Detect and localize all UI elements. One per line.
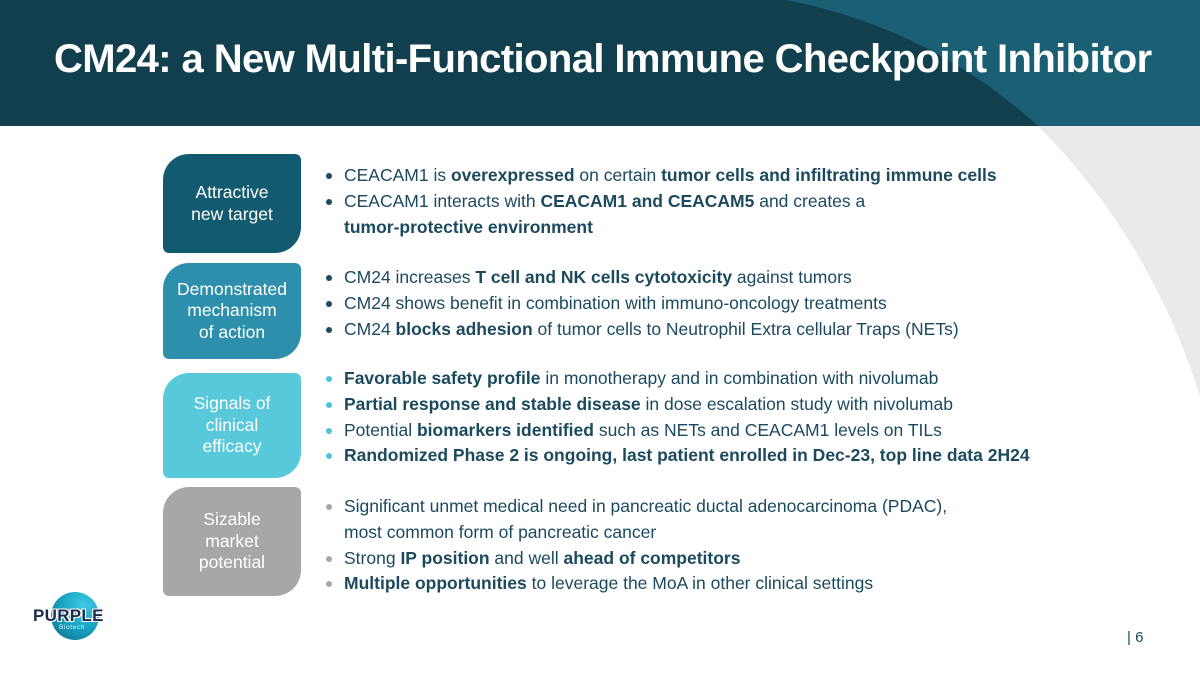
- bullet-dot-icon: [326, 326, 332, 333]
- bullet-text: Favorable safety profile in monotherapy …: [344, 368, 939, 388]
- bullet-dot-icon: [326, 300, 332, 307]
- background-arc: [1038, 126, 1200, 396]
- bullet-item: Multiple opportunities to leverage the M…: [326, 571, 1188, 597]
- stage-box-sizable-market-potential: Sizable market potential: [163, 487, 301, 596]
- stage-box-label: Signals of clinical efficacy: [193, 393, 271, 457]
- bullet-item: Favorable safety profile in monotherapy …: [326, 366, 1188, 392]
- bullet-text: CM24 blocks adhesion of tumor cells to N…: [344, 318, 959, 339]
- page-number: | 6: [1127, 629, 1144, 646]
- bullet-text: CM24 increases T cell and NK cells cytot…: [344, 267, 852, 287]
- stage-box-label: Sizable market potential: [198, 509, 266, 573]
- bullet-dot-icon: [326, 376, 332, 382]
- bullet-text: Randomized Phase 2 is ongoing, last pati…: [344, 445, 1030, 466]
- bullet-text: CM24 shows benefit in combination with i…: [344, 292, 887, 313]
- bullet-group-signals-of-clinical-efficacy: Favorable safety profile in monotherapy …: [326, 366, 1188, 469]
- bullet-item: Significant unmet medical need in pancre…: [326, 494, 1188, 546]
- bullet-item: Strong IP position and well ahead of com…: [326, 546, 1188, 572]
- header-arc-shape: [786, 0, 1200, 126]
- stage-box-attractive-new-target: Attractive new target: [163, 154, 301, 253]
- bullet-item: CEACAM1 interacts with CEACAM1 and CEACA…: [326, 189, 1188, 241]
- bullet-item: CM24 shows benefit in combination with i…: [326, 291, 1188, 317]
- bullet-group-sizable-market-potential: Significant unmet medical need in pancre…: [326, 494, 1188, 597]
- stage-box-label: Attractive new target: [191, 182, 273, 224]
- bullet-dot-icon: [326, 581, 332, 588]
- bullet-dot-icon: [326, 427, 332, 434]
- stage-box-label: Demonstrated mechanism of action: [177, 278, 287, 342]
- bullet-group-attractive-new-target: CEACAM1 is overexpressed on certain tumo…: [326, 163, 1188, 240]
- bullet-item: Partial response and stable disease in d…: [326, 392, 1188, 418]
- bullet-item: CM24 increases T cell and NK cells cytot…: [326, 265, 1188, 291]
- bullet-group-demonstrated-mechanism: CM24 increases T cell and NK cells cytot…: [326, 265, 1188, 342]
- logo-circle-icon: [51, 592, 99, 640]
- bullet-item: Potential biomarkers identified such as …: [326, 418, 1188, 444]
- bullet-text: Partial response and stable disease in d…: [344, 393, 953, 414]
- bullet-text: Strong IP position and well ahead of com…: [344, 547, 741, 568]
- stage-box-signals-of-clinical-efficacy: Signals of clinical efficacy: [163, 373, 301, 478]
- bullet-dot-icon: [326, 401, 332, 408]
- bullet-text: Multiple opportunities to leverage the M…: [344, 573, 874, 594]
- bullet-dot-icon: [326, 504, 332, 510]
- bullet-text: Potential biomarkers identified such as …: [344, 419, 942, 440]
- header-banner: [0, 0, 1200, 126]
- bullet-item: CM24 blocks adhesion of tumor cells to N…: [326, 317, 1188, 343]
- bullet-item: Randomized Phase 2 is ongoing, last pati…: [326, 443, 1188, 469]
- bullet-text: Significant unmet medical need in pancre…: [344, 496, 948, 542]
- bullet-dot-icon: [326, 453, 332, 460]
- bullet-dot-icon: [326, 173, 332, 179]
- purple-biotech-logo: PURPLE Biotech: [33, 590, 113, 648]
- logo-subtext: Biotech: [59, 624, 85, 631]
- stage-box-demonstrated-mechanism: Demonstrated mechanism of action: [163, 263, 301, 359]
- bullet-text: CEACAM1 is overexpressed on certain tumo…: [344, 165, 997, 185]
- bullet-item: CEACAM1 is overexpressed on certain tumo…: [326, 163, 1188, 189]
- bullet-dot-icon: [326, 275, 332, 281]
- body-arc-shape: [1038, 126, 1200, 396]
- page-title: CM24: a New Multi-Functional Immune Chec…: [54, 37, 1152, 81]
- bullet-text: CEACAM1 interacts with CEACAM1 and CEACA…: [344, 190, 866, 237]
- logo-wordmark: PURPLE: [33, 606, 104, 625]
- bullet-dot-icon: [326, 198, 332, 205]
- bullet-dot-icon: [326, 555, 332, 562]
